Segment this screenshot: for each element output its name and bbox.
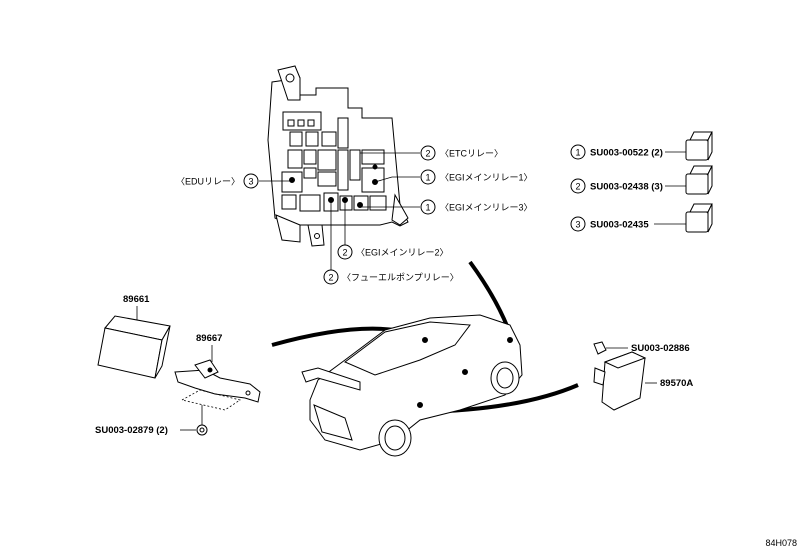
callout-number: 1 <box>425 203 430 213</box>
egi-main-relay-1-label: 〈EGIメインリレー1〉 <box>440 173 533 183</box>
legend-item-2: 2 SU003-02438 (3) <box>570 165 713 195</box>
relay-legend: 1 SU003-00522 (2) 2 SU003-02438 (3) 3 SU <box>570 131 713 233</box>
callout-number: 2 <box>328 273 333 283</box>
callout-etc-relay: 2 〈ETCリレー〉 <box>360 145 503 161</box>
etc-relay-label: 〈ETCリレー〉 <box>440 149 503 159</box>
figure-code: 84H078 <box>765 538 797 548</box>
egi-main-relay-2-label: 〈EGIメインリレー2〉 <box>356 248 449 258</box>
relay-box-illustration <box>267 65 409 247</box>
nut-su003-02886: SU003-02886 <box>593 341 690 355</box>
part-number-89570a: 89570A <box>660 378 693 389</box>
legend-number: 3 <box>575 220 580 230</box>
edu-relay-label: 〈EDUリレー〉 <box>176 177 240 187</box>
part-number-su003-02879: SU003-02879 (2) <box>95 425 168 436</box>
car-illustration <box>271 260 579 457</box>
callout-egi-main-relay-2: 2 〈EGIメインリレー2〉 <box>337 200 449 260</box>
callout-number: 1 <box>425 173 430 183</box>
fuel-pump-relay-label: 〈フューエルポンプリレー〉 <box>342 273 459 283</box>
bracket-89667: 89667 <box>174 333 261 411</box>
legend-item-1: 1 SU003-00522 (2) <box>570 131 713 161</box>
callout-egi-main-relay-3: 1 〈EGIメインリレー3〉 <box>360 199 533 215</box>
nut-su003-02879: SU003-02879 (2) <box>95 405 208 436</box>
relay-icon <box>685 131 713 161</box>
callout-egi-main-relay-1: 1 〈EGIメインリレー1〉 <box>374 169 533 185</box>
callout-number: 3 <box>248 177 253 187</box>
unit-89570a: 89570A <box>593 351 693 411</box>
callout-number: 2 <box>425 149 430 159</box>
legend-part-number: SU003-02438 (3) <box>590 182 663 193</box>
module-89661: 89661 <box>97 294 171 379</box>
relay-icon <box>685 165 713 195</box>
legend-item-3: 3 SU003-02435 <box>570 203 713 233</box>
callout-edu-relay: 3 〈EDUリレー〉 <box>176 173 292 189</box>
part-number-89661: 89661 <box>123 294 150 305</box>
legend-number: 2 <box>575 182 580 192</box>
legend-part-number: SU003-02435 <box>590 220 649 231</box>
relay-icon <box>685 203 713 233</box>
legend-number: 1 <box>575 148 580 158</box>
callout-fuel-pump-relay: 2 〈フューエルポンプリレー〉 <box>323 200 459 285</box>
callout-number: 2 <box>342 248 347 258</box>
legend-part-number: SU003-00522 (2) <box>590 148 663 159</box>
part-number-89667: 89667 <box>196 333 222 344</box>
part-number-su003-02886: SU003-02886 <box>631 343 690 354</box>
egi-main-relay-3-label: 〈EGIメインリレー3〉 <box>440 203 533 213</box>
